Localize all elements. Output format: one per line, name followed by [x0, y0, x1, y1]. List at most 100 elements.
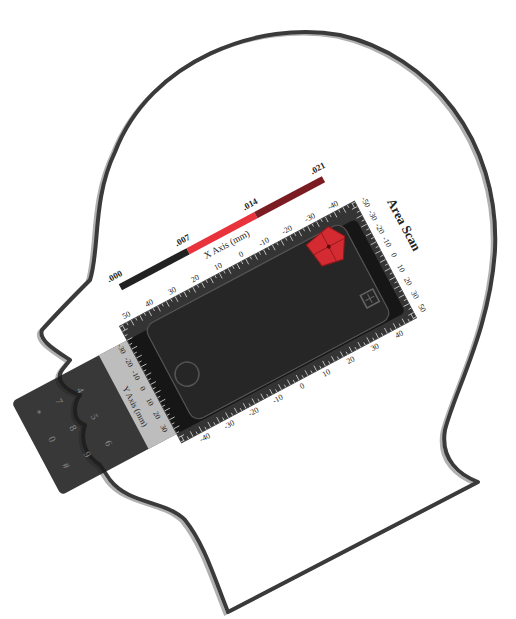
ruler-tick — [272, 245, 275, 250]
ruler-tick — [393, 323, 396, 328]
ruler-tick — [371, 242, 376, 245]
ruler-tick — [228, 268, 231, 273]
ruler-tick — [129, 343, 132, 344]
ruler-tick — [175, 297, 178, 302]
ruler-tick — [371, 237, 374, 238]
ruler-tick — [375, 251, 380, 254]
ruler-tick — [404, 299, 407, 300]
ruler-tick — [373, 338, 374, 341]
device-body — [11, 219, 405, 496]
ruler-tick — [165, 408, 170, 411]
ruler-tick — [169, 417, 174, 420]
ruler-tick — [284, 385, 285, 388]
ruler-tick — [255, 254, 258, 259]
ruler-tick — [331, 356, 334, 361]
ruler-tick — [135, 318, 136, 321]
ruler-tick — [188, 290, 189, 293]
ruler-tick — [149, 311, 152, 316]
ruler-tick — [380, 260, 385, 263]
ruler-tick — [346, 352, 347, 355]
ruler-tick — [290, 236, 293, 241]
ruler-tick — [343, 207, 346, 212]
ruler-tick — [364, 342, 365, 345]
ruler-tick — [176, 432, 179, 433]
ruler-tick — [399, 295, 404, 298]
ruler-tick — [366, 233, 371, 236]
ruler-tick — [366, 229, 369, 230]
ruler-tick — [409, 308, 412, 309]
ruler-tick — [367, 337, 370, 342]
ruler-tick — [139, 361, 142, 362]
hotspot-peak — [326, 244, 331, 249]
ruler-tick — [250, 257, 251, 260]
ruler-tick — [402, 319, 405, 324]
ruler-tick — [305, 370, 308, 375]
ruler-tick — [172, 423, 175, 424]
ruler-tick — [146, 373, 151, 376]
ruler-tick — [385, 268, 390, 271]
ruler-tick — [349, 347, 352, 352]
ruler-tick — [376, 333, 379, 338]
ruler-tick — [314, 366, 317, 371]
ruler-tick — [385, 264, 388, 265]
ruler-tick — [320, 366, 321, 369]
ruler-tick — [180, 294, 181, 297]
ruler-tick — [287, 380, 290, 385]
ruler-tick — [293, 380, 294, 383]
ruler-tick — [237, 264, 240, 269]
ruler-tick — [202, 283, 205, 288]
ruler-tick — [234, 408, 237, 413]
ruler-tick — [249, 403, 250, 406]
ruler-tick — [136, 355, 141, 358]
ruler-tick — [153, 308, 154, 311]
ruler-tick — [151, 382, 156, 385]
ruler-tick — [241, 261, 242, 264]
ruler-tick — [395, 282, 398, 283]
ruler-tick — [404, 304, 409, 307]
ruler-tick — [153, 387, 156, 388]
ruler-tick — [215, 275, 216, 278]
ruler-tick — [281, 240, 284, 245]
ruler-tick — [362, 220, 365, 221]
ruler-tick — [181, 440, 184, 441]
ruler-tick — [211, 278, 214, 283]
ruler-tick — [252, 398, 255, 403]
ruler-tick — [193, 287, 196, 292]
ruler-tick — [206, 280, 207, 283]
ruler-tick — [277, 243, 278, 246]
ruler-tick — [179, 435, 184, 438]
ruler-tick — [413, 317, 416, 318]
ruler-tick — [316, 221, 319, 226]
device-camera — [171, 358, 203, 390]
ruler-tick — [259, 252, 260, 255]
ruler-tick — [246, 259, 249, 264]
ruler-tick — [219, 273, 222, 278]
ruler-tick — [352, 207, 357, 210]
ruler-tick — [258, 399, 259, 402]
plot-area — [120, 201, 417, 442]
ruler-tick — [144, 370, 147, 371]
ruler-tick — [127, 337, 132, 340]
ruler-tick — [308, 226, 311, 231]
ruler-tick — [264, 250, 267, 255]
ruler-tick — [208, 422, 211, 427]
ruler-tick — [171, 299, 172, 302]
ruler-tick — [355, 347, 356, 350]
ruler-tick — [328, 361, 329, 364]
ruler-tick — [384, 328, 387, 333]
ruler-tick — [158, 396, 161, 397]
device-icon-mark — [363, 292, 377, 306]
colorbar-high — [254, 176, 325, 218]
ruler-tick — [122, 329, 127, 332]
ruler-tick — [321, 219, 322, 222]
ruler-tick — [334, 212, 337, 217]
ruler-tick — [214, 422, 215, 425]
ruler-tick — [231, 413, 232, 416]
ruler-tick — [125, 334, 128, 335]
ruler-tick — [276, 389, 277, 392]
ruler-tick — [312, 224, 313, 227]
ruler-tick — [376, 246, 379, 247]
ruler-tick — [162, 304, 163, 307]
ruler-tick — [323, 361, 326, 366]
ruler-tick — [144, 313, 145, 316]
